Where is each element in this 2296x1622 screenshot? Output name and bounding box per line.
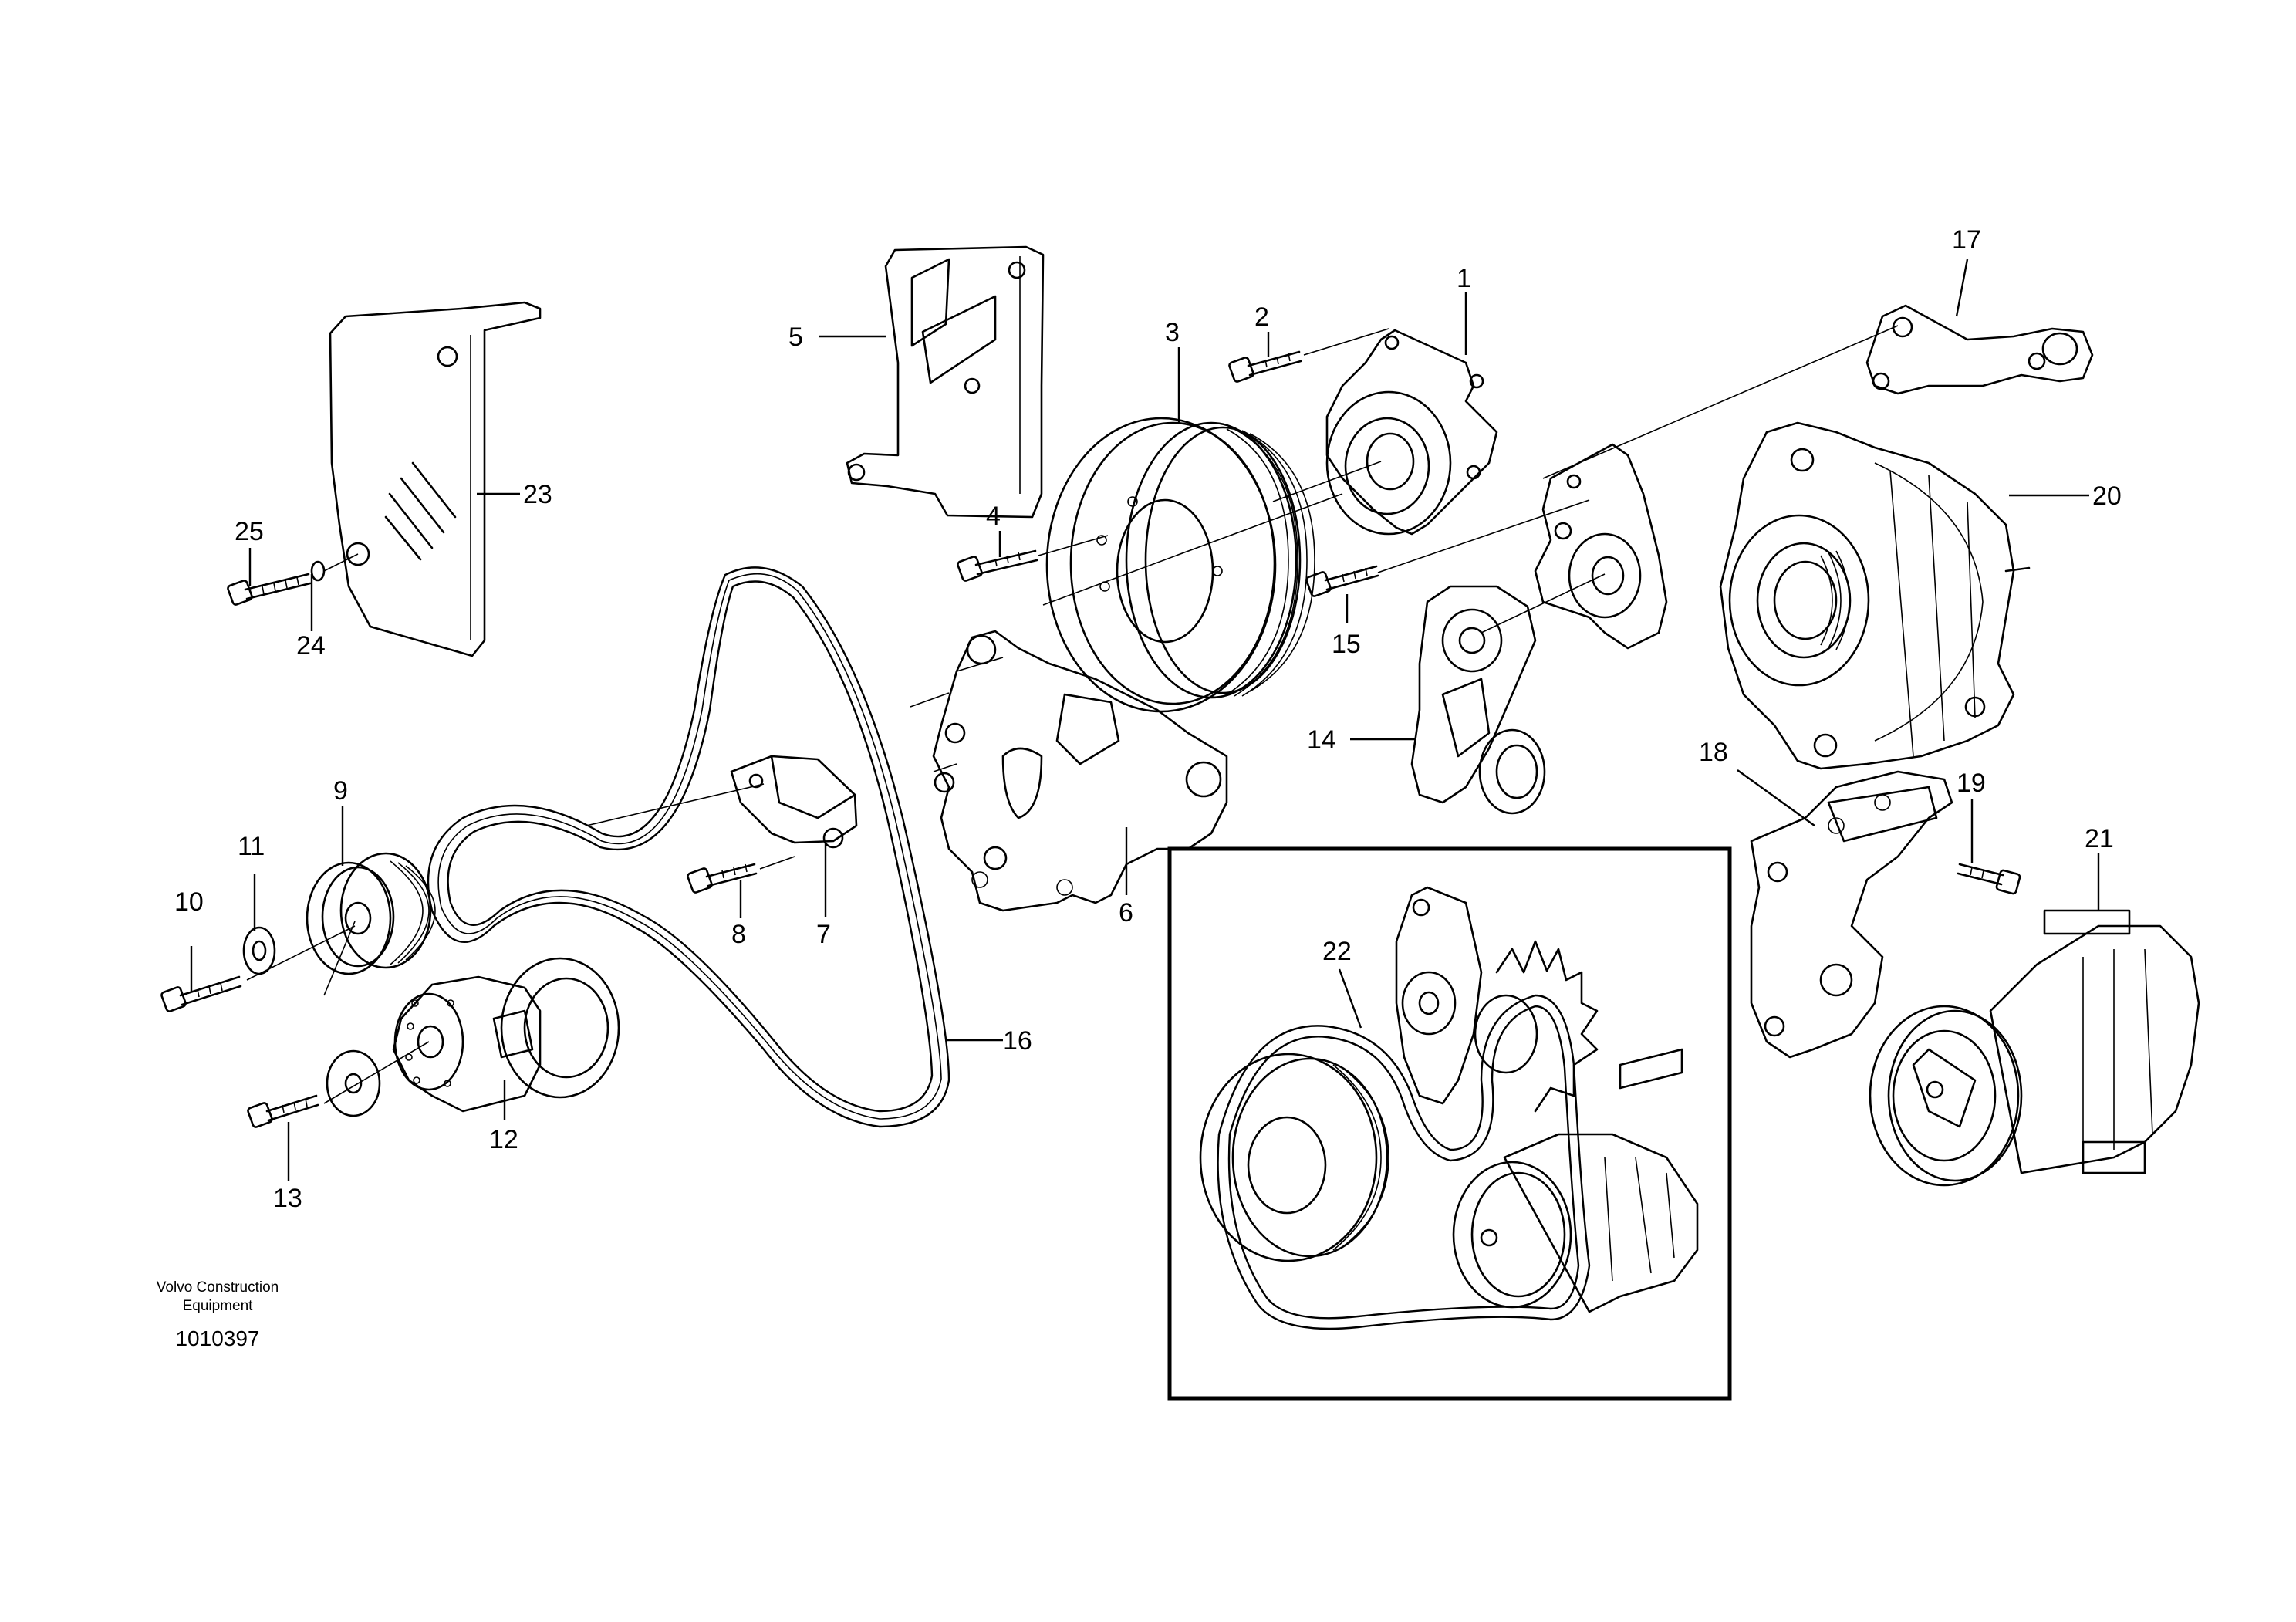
- callout-18: 18: [1699, 738, 1728, 767]
- part-20-alternator: [1719, 421, 2031, 770]
- part-23-cover: [329, 301, 542, 657]
- part-4-bolt: [957, 549, 1038, 582]
- part-9-idler: [306, 852, 436, 975]
- part-7-bracket: [730, 755, 858, 849]
- part-10-bolt: [160, 975, 242, 1012]
- callout-2: 2: [1254, 302, 1269, 332]
- callout-8: 8: [731, 920, 746, 949]
- callout-labels: 1 2 3 4 5 6 7 8 9 10 11 12 13 14 15 16 1…: [174, 225, 2122, 1213]
- part-12-tensioner: [392, 957, 620, 1113]
- credit-line-1: Volvo Construction: [157, 1279, 279, 1296]
- part-21-compressor: [1869, 909, 2200, 1187]
- assembly-axis-lines: [246, 325, 1899, 1104]
- document-number: 1010397: [175, 1326, 259, 1350]
- part-13-bolt: [247, 1049, 381, 1128]
- part-1-hub: [1325, 329, 1498, 536]
- part-24-washer: [310, 560, 326, 582]
- part-6-bracket: [932, 630, 1228, 912]
- footer-credit: Volvo Construction Equipment 1010397: [157, 1279, 279, 1350]
- part-2-bolt: [1228, 350, 1302, 383]
- callout-20: 20: [2092, 482, 2122, 511]
- callout-5: 5: [788, 323, 803, 352]
- callout-7: 7: [816, 920, 831, 949]
- part-25-bolt: [227, 573, 312, 606]
- tensioner-bracket: [1534, 443, 1668, 650]
- part-17-bracket: [1866, 304, 2094, 395]
- callout-9: 9: [333, 776, 348, 806]
- callout-24: 24: [296, 631, 326, 661]
- part-19-bolt: [1957, 863, 2021, 895]
- part-16-belt: [427, 566, 950, 1128]
- callout-14: 14: [1307, 725, 1336, 755]
- part-18-bracket: [1750, 770, 1953, 1059]
- callout-16: 16: [1003, 1026, 1032, 1056]
- callout-19: 19: [1957, 769, 1986, 798]
- callout-10: 10: [174, 887, 204, 917]
- callout-17: 17: [1952, 225, 1981, 255]
- part-14-tensioner: [1410, 585, 1546, 815]
- part-22-assembled-view: [1199, 886, 1699, 1330]
- callout-23: 23: [523, 480, 552, 509]
- callout-21: 21: [2085, 824, 2114, 853]
- part-3-pulley: [1045, 417, 1315, 713]
- callout-15: 15: [1332, 630, 1361, 659]
- inset-detail-frame: [1167, 846, 1732, 1401]
- callout-11: 11: [238, 832, 265, 861]
- callout-13: 13: [273, 1184, 302, 1213]
- part-8-bolt: [687, 863, 758, 894]
- callout-22: 22: [1322, 937, 1352, 966]
- callout-12: 12: [489, 1125, 518, 1154]
- part-11-washer: [242, 926, 276, 975]
- callout-6: 6: [1119, 898, 1133, 928]
- callout-3: 3: [1165, 318, 1180, 347]
- leader-lines: [190, 259, 2100, 1181]
- credit-line-2: Equipment: [183, 1298, 254, 1314]
- callout-1: 1: [1457, 264, 1471, 293]
- callout-25: 25: [235, 517, 264, 546]
- part-5-bracket: [846, 245, 1045, 519]
- callout-4: 4: [986, 502, 1001, 531]
- part-15-bolt: [1305, 565, 1379, 597]
